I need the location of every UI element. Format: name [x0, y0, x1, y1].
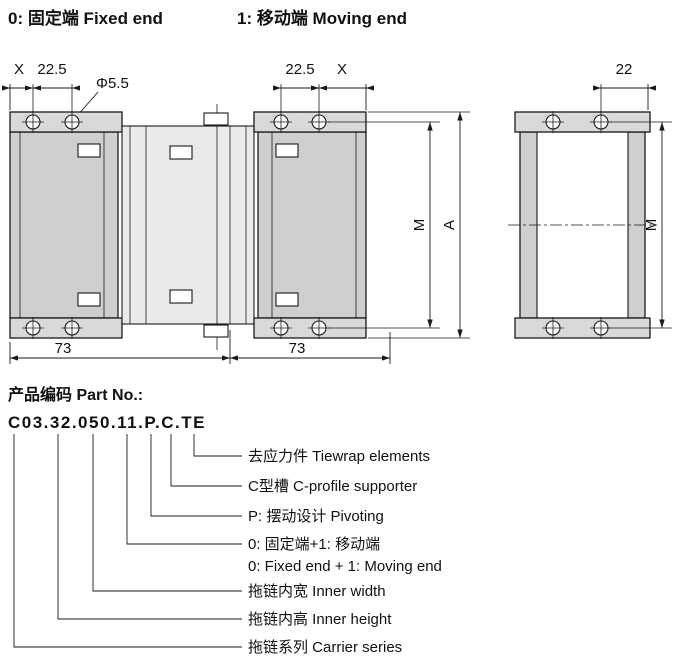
dim-label-pitch-left: 22.5 — [37, 61, 66, 78]
part-no-heading: 产品编码 Part No.: — [8, 385, 143, 404]
label-inner-height: 拖链内高 Inner height — [248, 611, 392, 628]
dim-label-73-right: 73 — [289, 340, 306, 357]
dim-label-diameter: Φ5.5 — [96, 75, 129, 92]
chain-links — [121, 104, 255, 350]
side-view — [508, 111, 657, 339]
dim-top-right: 22.5 X — [273, 61, 374, 116]
dim-m-side: M — [610, 121, 672, 329]
label-end-cn: 0: 固定端+1: 移动端 — [248, 536, 380, 553]
dim-hole-diameter: Φ5.5 — [75, 75, 129, 118]
dim-label-pitch-right: 22.5 — [285, 61, 314, 78]
label-tiewrap: 去应力件 Tiewrap elements — [248, 447, 430, 465]
chain-pin — [169, 289, 193, 304]
leader-line-tiewrap — [193, 434, 242, 457]
right-bracket-slot-bottom — [275, 292, 299, 307]
leader-line-series — [13, 434, 242, 648]
part-number-section: 产品编码 Part No.: C03.32.050.11.P.C.TE 去应力件… — [8, 385, 442, 656]
right-bracket-slot-top — [275, 143, 299, 158]
dim-label-m-side: M — [643, 219, 660, 232]
header-moving-end-label: 1: 移动端 Moving end — [237, 8, 407, 28]
right-bracket-body — [257, 131, 367, 319]
label-pivoting: P: 摆动设计 Pivoting — [248, 508, 384, 525]
dim-label-m-front: M — [411, 219, 428, 232]
left-bracket-slot-bottom — [77, 292, 101, 307]
leader-line-end — [126, 434, 242, 545]
label-carrier-series: 拖链系列 Carrier series — [248, 639, 402, 656]
right-bracket — [253, 111, 367, 339]
dim-label-x-left: X — [14, 61, 24, 78]
dim-label-x-right: X — [337, 61, 347, 78]
dim-side-22: 22 — [593, 61, 656, 116]
dim-73-right: 73 — [230, 332, 391, 364]
chain-pin — [203, 324, 229, 338]
left-bracket-slot-top — [77, 143, 101, 158]
leader-line-cprofile — [170, 434, 242, 487]
mounting-hole — [270, 111, 330, 339]
dim-m-front: M — [328, 121, 440, 329]
mounting-hole — [542, 111, 612, 339]
label-c-profile: C型槽 C-profile supporter — [248, 478, 417, 495]
chain-pin — [169, 145, 193, 160]
dim-label-73-left: 73 — [55, 340, 72, 357]
part-no-code: C03.32.050.11.P.C.TE — [8, 413, 206, 432]
left-bracket-body — [9, 131, 119, 319]
mounting-hole — [22, 111, 83, 339]
dim-73-left: 73 — [9, 330, 231, 364]
header-fixed-end-label: 0: 固定端 Fixed end — [8, 8, 163, 28]
dim-a-front: A — [368, 111, 470, 339]
dim-label-22: 22 — [616, 61, 633, 78]
dim-top-left: X 22.5 — [2, 61, 80, 116]
chain-pin — [203, 112, 229, 126]
leader-line-inner-width — [92, 434, 242, 592]
label-end-en: 0: Fixed end + 1: Moving end — [248, 558, 442, 575]
leader-line-inner-height — [57, 434, 242, 620]
leader-line-pivoting — [150, 434, 242, 517]
dim-label-a: A — [441, 220, 458, 230]
label-inner-width: 拖链内宽 Inner width — [248, 583, 386, 600]
left-bracket — [9, 111, 123, 339]
